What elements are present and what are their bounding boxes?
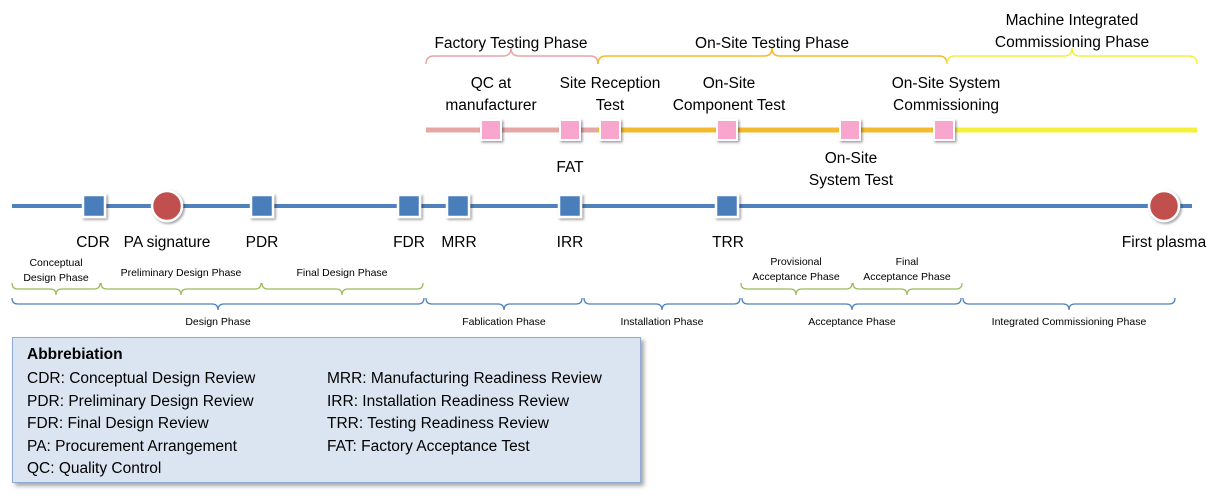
fabrication-phase-label: Fablication Phase	[462, 316, 546, 328]
abbreviation-title: Abbrebiation	[27, 346, 123, 363]
site-reception-square	[599, 119, 621, 141]
abbreviation-item: FAT: Factory Acceptance Test	[327, 437, 530, 455]
pa-label: PA signature	[124, 234, 211, 251]
qc-square	[480, 119, 502, 141]
final-acceptance-brace	[852, 282, 963, 296]
abbreviation-item: CDR: Conceptual Design Review	[27, 370, 256, 387]
irr-marker	[557, 193, 583, 219]
design-phase-label: Design Phase	[185, 316, 251, 328]
site-reception-label-line1: Site Reception	[560, 75, 661, 92]
integrated-commissioning-label: Integrated Commissioning Phase	[992, 316, 1147, 328]
abbreviation-left-column: CDR: Conceptual Design Review PDR: Preli…	[27, 368, 255, 481]
preliminary-design-label: Preliminary Design Phase	[121, 267, 242, 279]
trr-label: TRR	[712, 234, 744, 251]
irr-label: IRR	[557, 234, 584, 251]
cdr-marker	[81, 193, 107, 219]
conceptual-design-label-line2: Design Phase	[23, 272, 89, 284]
machine-commissioning-brace	[946, 47, 1198, 65]
abbreviation-right-column: MRR: Manufacturing Readiness Review IRR:…	[327, 368, 602, 458]
fdr-marker	[396, 193, 422, 219]
fdr-label: FDR	[393, 234, 425, 251]
first-plasma-label: First plasma	[1122, 234, 1207, 251]
onsite-system-test-square	[839, 119, 861, 141]
mrr-marker	[445, 193, 471, 219]
abbreviation-item: QC: Quality Control	[27, 460, 162, 477]
provisional-acceptance-label-line2: Acceptance Phase	[752, 271, 840, 283]
onsite-commissioning-square	[933, 119, 955, 141]
onsite-component-label-line2: Component Test	[673, 97, 786, 114]
acceptance-phase-label: Acceptance Phase	[808, 316, 896, 328]
factory-testing-brace	[425, 47, 599, 65]
mrr-label: MRR	[441, 234, 476, 251]
machine-commissioning-phase-label-line1: Machine Integrated	[1006, 12, 1139, 29]
abbreviation-item: TRR: Testing Readiness Review	[327, 415, 549, 432]
pa-marker	[150, 189, 184, 223]
final-acceptance-label-line1: Final	[896, 256, 919, 268]
abbreviation-item: FDR: Final Design Review	[27, 415, 209, 432]
acceptance-phase-brace	[741, 297, 962, 311]
design-phase-brace	[11, 297, 425, 311]
conceptual-design-brace	[11, 282, 101, 296]
final-acceptance-label-line2: Acceptance Phase	[863, 271, 951, 283]
qc-label-line2: manufacturer	[445, 97, 536, 114]
trr-marker	[714, 193, 740, 219]
provisional-acceptance-label-line1: Provisional	[770, 256, 821, 268]
installation-phase-label: Installation Phase	[621, 316, 704, 328]
onsite-commissioning-label-line1: On-Site System	[892, 75, 1001, 92]
fabrication-phase-brace	[425, 297, 583, 311]
onsite-component-square	[716, 119, 738, 141]
machine-commissioning-phase-label-line2: Commissioning Phase	[995, 34, 1149, 51]
abbreviation-item: PDR: Preliminary Design Review	[27, 392, 254, 410]
onsite-testing-phase-label: On-Site Testing Phase	[695, 35, 849, 52]
onsite-system-test-label-line2: System Test	[809, 172, 894, 189]
onsite-commissioning-label-line2: Commissioning	[893, 97, 999, 114]
abbreviation-item: IRR: Installation Readiness Review	[327, 392, 570, 410]
conceptual-design-label-line1: Conceptual	[29, 257, 82, 269]
onsite-system-test-label-line1: On-Site	[825, 150, 878, 167]
site-reception-label-line2: Test	[596, 97, 625, 114]
pdr-label: PDR	[246, 234, 279, 251]
integrated-commissioning-brace	[962, 297, 1176, 311]
installation-phase-brace	[583, 297, 741, 311]
final-design-label: Final Design Phase	[296, 267, 387, 279]
cdr-label: CDR	[76, 234, 110, 251]
abbreviation-box: Abbrebiation CDR: Conceptual Design Revi…	[12, 337, 641, 483]
factory-testing-phase-label: Factory Testing Phase	[434, 35, 587, 52]
first-plasma-marker	[1147, 189, 1181, 223]
final-design-brace	[261, 282, 424, 296]
provisional-acceptance-brace	[740, 282, 853, 296]
fat-label: FAT	[556, 159, 584, 176]
onsite-component-label-line1: On-Site	[703, 75, 756, 92]
fat-square	[559, 119, 581, 141]
milestone-markers	[81, 189, 1181, 223]
pdr-marker	[249, 193, 275, 219]
onsite-testing-brace	[597, 47, 948, 65]
test-squares	[480, 119, 955, 141]
qc-label-line1: QC at	[471, 75, 512, 92]
preliminary-design-brace	[100, 282, 262, 296]
abbreviation-item: MRR: Manufacturing Readiness Review	[327, 370, 602, 387]
abbreviation-item: PA: Procurement Arrangement	[27, 437, 237, 455]
